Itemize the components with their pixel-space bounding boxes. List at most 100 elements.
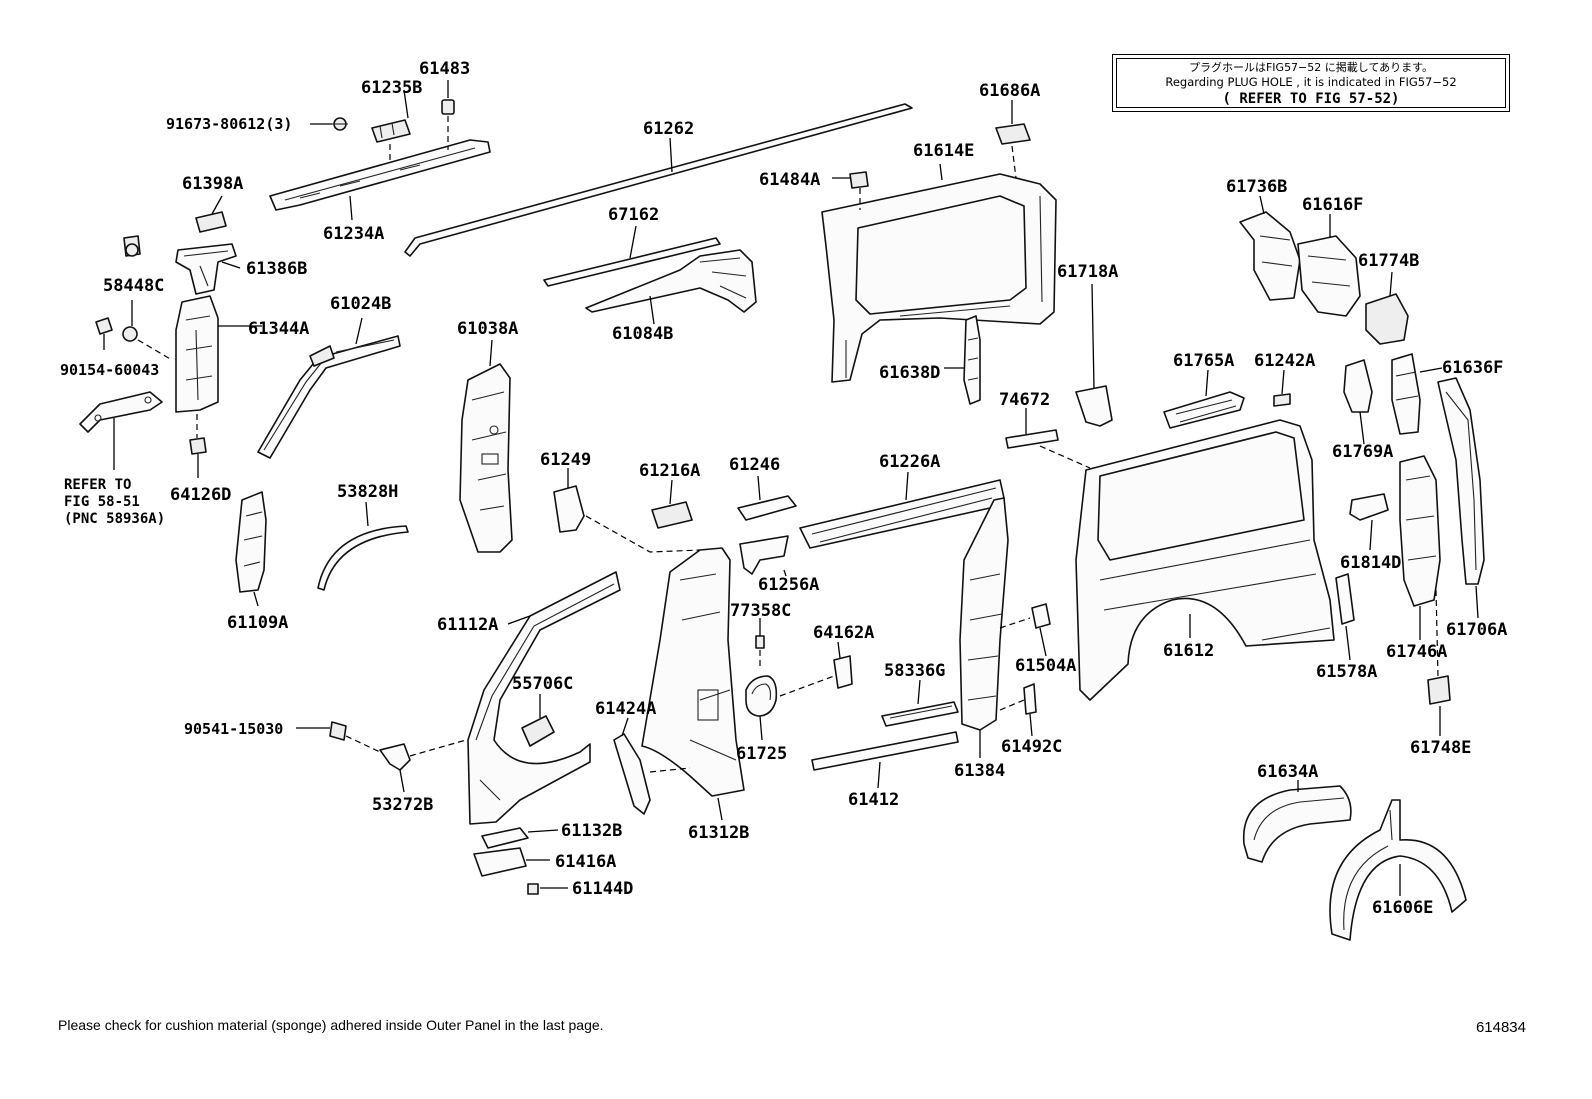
label-61024B[interactable]: 61024B xyxy=(330,294,391,314)
part-61686A-bracket[interactable] xyxy=(995,123,1031,145)
label-64126D[interactable]: 64126D xyxy=(170,485,231,505)
label-61484A[interactable]: 61484A xyxy=(759,170,820,190)
part-61606E-wheel-house-inner[interactable] xyxy=(1329,799,1467,941)
part-61774B-gusset[interactable] xyxy=(1365,293,1409,345)
part-61256A-bracket[interactable] xyxy=(739,535,789,575)
label-61638D[interactable]: 61638D xyxy=(879,363,940,383)
label-61616F[interactable]: 61616F xyxy=(1302,195,1363,215)
label-61483[interactable]: 61483 xyxy=(419,59,470,79)
part-61484A-clip[interactable] xyxy=(849,171,869,189)
label-61718A[interactable]: 61718A xyxy=(1057,262,1118,282)
label-53828H[interactable]: 53828H xyxy=(337,482,398,502)
label-61234A[interactable]: 61234A xyxy=(323,224,384,244)
label-61614E[interactable]: 61614E xyxy=(913,141,974,161)
part-61038A-center-pillar[interactable] xyxy=(459,363,513,553)
part-61769A-reinforcement[interactable] xyxy=(1343,359,1373,413)
part-61706A-pillar-outer[interactable] xyxy=(1437,377,1485,585)
part-61636F-reinforcement[interactable] xyxy=(1391,353,1421,435)
label-61686A[interactable]: 61686A xyxy=(979,81,1040,101)
part-55706C-bracket[interactable] xyxy=(521,715,555,747)
part-67162-trim[interactable] xyxy=(543,237,721,287)
part-61746A-pillar-inner[interactable] xyxy=(1399,455,1441,607)
label-61216A[interactable]: 61216A xyxy=(639,461,700,481)
label-74672[interactable]: 74672 xyxy=(999,390,1050,410)
part-61235B-bracket[interactable] xyxy=(371,119,411,143)
label-61424A[interactable]: 61424A xyxy=(595,699,656,719)
part-58448C-nut[interactable] xyxy=(123,235,141,257)
label-61412[interactable]: 61412 xyxy=(848,790,899,810)
label-61144D[interactable]: 61144D xyxy=(572,879,633,899)
label-61765A[interactable]: 61765A xyxy=(1173,351,1234,371)
part-61612-quarter-panel[interactable] xyxy=(1075,419,1335,701)
part-64162A-bracket[interactable] xyxy=(833,655,853,689)
label-61504A[interactable]: 61504A xyxy=(1015,656,1076,676)
label-61132B[interactable]: 61132B xyxy=(561,821,622,841)
part-61424A-extension[interactable] xyxy=(613,733,651,815)
part-61725-fuel-inlet-housing[interactable] xyxy=(745,675,778,717)
part-61578A-bracket[interactable] xyxy=(1335,573,1355,625)
label-61235B[interactable]: 61235B xyxy=(361,78,422,98)
label-61612[interactable]: 61612 xyxy=(1163,641,1214,661)
part-61765A-reinforcement[interactable] xyxy=(1163,391,1245,429)
part-61386B-bracket[interactable] xyxy=(175,243,237,295)
label-61386B[interactable]: 61386B xyxy=(246,259,307,279)
label-61606E[interactable]: 61606E xyxy=(1372,898,1433,918)
part-61384-pillar[interactable] xyxy=(959,497,1009,731)
part-61614E-quarter-window-frame[interactable] xyxy=(821,173,1057,383)
part-61024B-pillar-arch[interactable] xyxy=(257,335,401,459)
part-61416A-reinforcement[interactable] xyxy=(473,847,527,877)
label-61746A[interactable]: 61746A xyxy=(1386,642,1447,662)
part-61216A-bracket[interactable] xyxy=(651,501,693,529)
part-61234A-roof-side-rail[interactable] xyxy=(269,139,491,211)
part-61504A-bracket[interactable] xyxy=(1031,603,1051,629)
label-61634A[interactable]: 61634A xyxy=(1257,762,1318,782)
label-61242A[interactable]: 61242A xyxy=(1254,351,1315,371)
part-61814D-gusset[interactable] xyxy=(1349,493,1389,521)
part-61262-molding[interactable] xyxy=(404,103,913,257)
label-61226A[interactable]: 61226A xyxy=(879,452,940,472)
part-61109A-reinforcement[interactable] xyxy=(235,491,267,593)
label-58336G[interactable]: 58336G xyxy=(884,661,945,681)
label-61038A[interactable]: 61038A xyxy=(457,319,518,339)
label-61636F[interactable]: 61636F xyxy=(1442,358,1503,378)
part-61132B-gusset[interactable] xyxy=(481,827,529,849)
part-61748E-striker-bracket[interactable] xyxy=(1427,675,1451,705)
label-61706A[interactable]: 61706A xyxy=(1446,620,1507,640)
part-61242A-clip[interactable] xyxy=(1273,393,1291,407)
part-61344A-pillar[interactable] xyxy=(175,295,219,413)
part-61412-rocker-panel[interactable] xyxy=(811,731,959,771)
part-61492C-bracket[interactable] xyxy=(1023,683,1037,715)
part-90541-15030-cushion[interactable] xyxy=(329,721,347,741)
part-61634A-wheel-house-outer[interactable] xyxy=(1242,785,1352,863)
label-55706C[interactable]: 55706C xyxy=(512,674,573,694)
label-61246[interactable]: 61246 xyxy=(729,455,780,475)
label-61312B[interactable]: 61312B xyxy=(688,823,749,843)
part-61312B-center-pillar[interactable] xyxy=(641,547,745,797)
part-53272B-bracket[interactable] xyxy=(379,743,411,771)
label-58448C[interactable]: 58448C xyxy=(103,276,164,296)
label-64162A[interactable]: 64162A xyxy=(813,623,874,643)
part-64126D-clip[interactable] xyxy=(189,437,207,455)
label-61384[interactable]: 61384 xyxy=(954,761,1005,781)
label-61249[interactable]: 61249 xyxy=(540,450,591,470)
label-61262[interactable]: 61262 xyxy=(643,119,694,139)
label-61398A[interactable]: 61398A xyxy=(182,174,243,194)
part-74672-bracket[interactable] xyxy=(1005,429,1059,449)
label-61814D[interactable]: 61814D xyxy=(1340,553,1401,573)
part-53828H-weatherstrip[interactable] xyxy=(317,525,409,591)
label-61416A[interactable]: 61416A xyxy=(555,852,616,872)
label-61256A[interactable]: 61256A xyxy=(758,575,819,595)
label-61344A[interactable]: 61344A xyxy=(248,319,309,339)
part-61483-clip[interactable] xyxy=(441,99,455,115)
part-77358C-clip[interactable] xyxy=(755,635,765,649)
part-61144D-clip[interactable] xyxy=(527,883,539,895)
part-61616F-extension[interactable] xyxy=(1297,235,1361,317)
part-58336G-scuff-plate[interactable] xyxy=(881,701,959,727)
part-61398A-gusset[interactable] xyxy=(195,211,227,233)
label-90541-15030[interactable]: 90541-15030 xyxy=(184,720,283,738)
label-61769A[interactable]: 61769A xyxy=(1332,442,1393,462)
label-61578A[interactable]: 61578A xyxy=(1316,662,1377,682)
part-61638D-reinforcement[interactable] xyxy=(963,315,981,405)
part-90154-60043-bolt[interactable] xyxy=(95,317,138,342)
part-61112A-front-pillar[interactable] xyxy=(467,571,621,825)
